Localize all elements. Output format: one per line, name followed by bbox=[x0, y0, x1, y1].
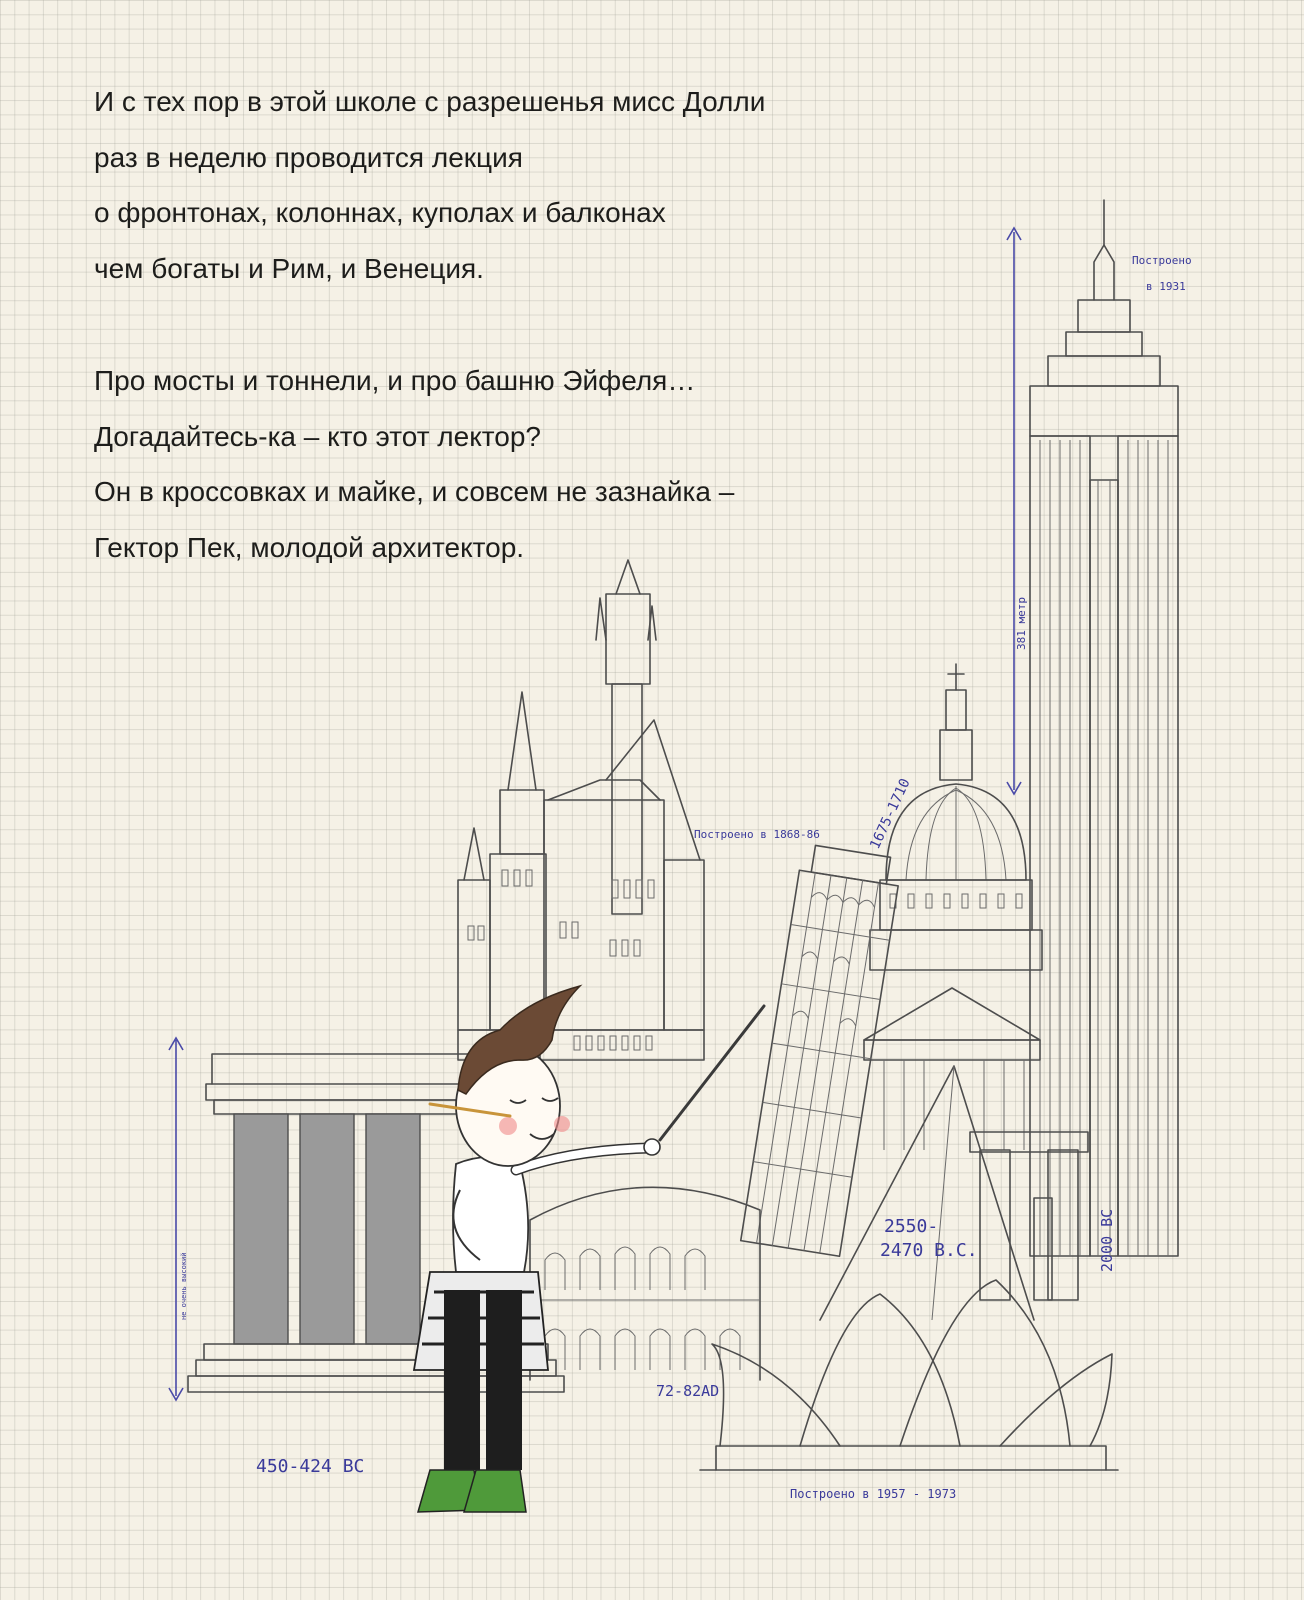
poem-stanza-1: И с тех пор в этой школе с разрешенья ми… bbox=[94, 74, 765, 296]
pointer-stick bbox=[658, 1004, 766, 1142]
poem-line: Догадайтесь-ка – кто этот лектор? bbox=[94, 420, 542, 452]
sydney-opera-house-drawing bbox=[699, 1279, 1119, 1471]
colosseum-drawing bbox=[529, 1186, 761, 1381]
poem-line: чем богаты и Рим, и Венеция. bbox=[94, 252, 484, 284]
green-sneaker-right bbox=[463, 1469, 527, 1513]
poem-line: Он в кроссовках и майке, и совсем не заз… bbox=[94, 476, 735, 507]
poem-stanza-2: Про мосты и тоннели, и про башню Эйфеля…… bbox=[94, 353, 734, 575]
empire-state-building-drawing bbox=[1006, 199, 1179, 1257]
great-pyramid-drawing bbox=[819, 1065, 1035, 1321]
parthenon-date-note: 450-424 BC bbox=[256, 1456, 364, 1477]
neuschwanstein-castle-drawing bbox=[457, 559, 705, 1061]
empire-height-note: 381 метр bbox=[1015, 597, 1028, 650]
opera-built-note: Построено в 1957 - 1973 bbox=[790, 1487, 956, 1501]
poem-line: раз в неделю проводится лекция bbox=[94, 141, 523, 173]
poem-line: И с тех пор в этой школе с разрешенья ми… bbox=[94, 86, 766, 117]
patterned-shirt-around-waist bbox=[412, 1271, 549, 1371]
poem-line: Про мосты и тоннели, и про башню Эйфеля… bbox=[94, 365, 696, 396]
empire-built-note: Построено bbox=[1132, 254, 1192, 267]
empire-year-note: в 1931 bbox=[1146, 280, 1186, 293]
parthenon-drawing bbox=[168, 1036, 565, 1402]
stonehenge-date-note: 2000 BC bbox=[1098, 1209, 1116, 1272]
colosseum-date-note: 72-82AD bbox=[656, 1382, 719, 1400]
pencil-behind-ear bbox=[428, 1102, 512, 1118]
pyramid-date-note-1: 2550- bbox=[884, 1216, 938, 1237]
stonehenge-drawing bbox=[969, 1131, 1089, 1301]
castle-built-note: Построено в 1868-86 bbox=[694, 828, 820, 841]
poem-line: Гектор Пек, молодой архитектор. bbox=[94, 531, 525, 563]
leaning-tower-of-pisa-drawing bbox=[739, 844, 899, 1258]
character-hair bbox=[457, 984, 583, 1095]
parthenon-height-note: не очень высокий bbox=[180, 1253, 188, 1320]
poem-line: о фронтонах, колоннах, куполах и балкона… bbox=[94, 197, 666, 228]
pyramid-date-note-2: 2470 B.C. bbox=[880, 1240, 978, 1261]
st-pauls-cathedral-drawing bbox=[863, 663, 1043, 1150]
hector-peck-character bbox=[412, 984, 766, 1513]
